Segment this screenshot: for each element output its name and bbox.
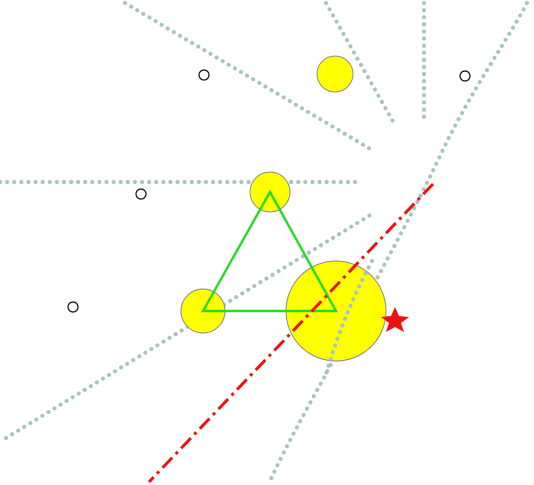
guide-curve-right [267, 1, 529, 485]
yellow-circle-top [316, 55, 354, 93]
hollow-circle-icon [135, 188, 147, 200]
hollow-circle-icon [67, 301, 79, 313]
green-triangle [200, 189, 339, 313]
guide-line-top-middle [324, 1, 397, 127]
guide-line-top-left [123, 1, 374, 152]
guide-curve-right-overlay [324, 259, 374, 376]
hollow-markers [67, 69, 471, 313]
hollow-circle-icon [459, 70, 471, 82]
hollow-circle-icon [198, 69, 210, 81]
red-dashdot-line [147, 182, 435, 484]
guide-over-large-circle [324, 259, 374, 376]
yellow-circles [180, 55, 387, 362]
red-star-icon [381, 307, 409, 332]
